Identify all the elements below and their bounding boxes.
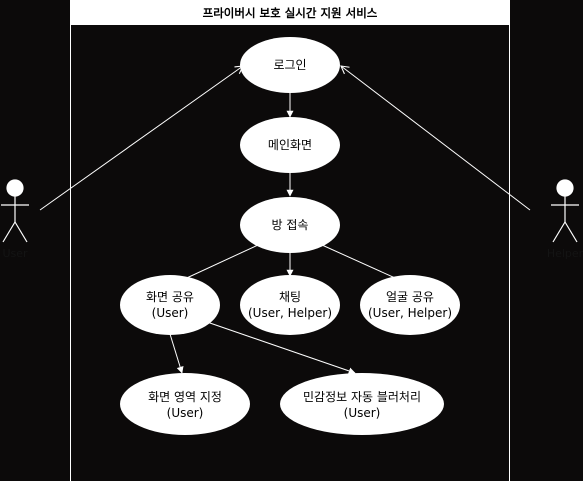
- room-to-screen-share-arrow: [177, 244, 259, 283]
- use-case-area-select-label: 화면 영역 지정: [148, 390, 222, 404]
- use-case-chat: [240, 275, 340, 335]
- use-case-login: [240, 37, 340, 93]
- use-case-face-share-label: 얼굴 공유: [386, 290, 434, 304]
- screen-share-to-area-select-arrow: [169, 333, 184, 374]
- room-to-face-share-arrow: [321, 244, 405, 283]
- use-case-auto-blur-label: 민감정보 자동 블러처리: [303, 390, 421, 404]
- actor-helper-label: Helper: [547, 247, 583, 260]
- use-case-area-select: [120, 373, 250, 435]
- system-title-bar: [70, 0, 510, 25]
- use-case-face-share-actor: (User, Helper): [368, 306, 452, 320]
- actor-user-label: User: [2, 247, 28, 260]
- use-case-login-label: 로그인: [273, 58, 306, 72]
- actor-user-head: [6, 179, 24, 197]
- use-case-screen-share-actor: (User): [152, 306, 189, 320]
- use-case-chat-actor: (User, Helper): [248, 306, 332, 320]
- use-case-room-label: 방 접속: [272, 218, 309, 232]
- use-case-auto-blur: [280, 373, 444, 435]
- use-case-area-select-actor: (User): [167, 406, 204, 420]
- use-case-main-label: 메인화면: [268, 138, 312, 152]
- actor-helper-head: [556, 179, 574, 197]
- helper-login-association: [340, 65, 531, 211]
- actor-helper: [551, 179, 579, 243]
- use-case-auto-blur-actor: (User): [344, 406, 381, 420]
- use-case-face-share: [360, 275, 460, 335]
- use-case-main: [240, 117, 340, 173]
- use-case-screen-share: [120, 275, 220, 335]
- user-login-association: [39, 65, 244, 211]
- use-case-screen-share-label: 화면 공유: [146, 290, 194, 304]
- use-case-chat-label: 채팅: [279, 290, 301, 304]
- screen-share-to-auto-blur-arrow: [206, 321, 356, 375]
- system-title: 프라이버시 보호 실시간 지원 서비스: [203, 6, 378, 20]
- use-case-room: [240, 197, 340, 253]
- actor-user: [1, 179, 29, 243]
